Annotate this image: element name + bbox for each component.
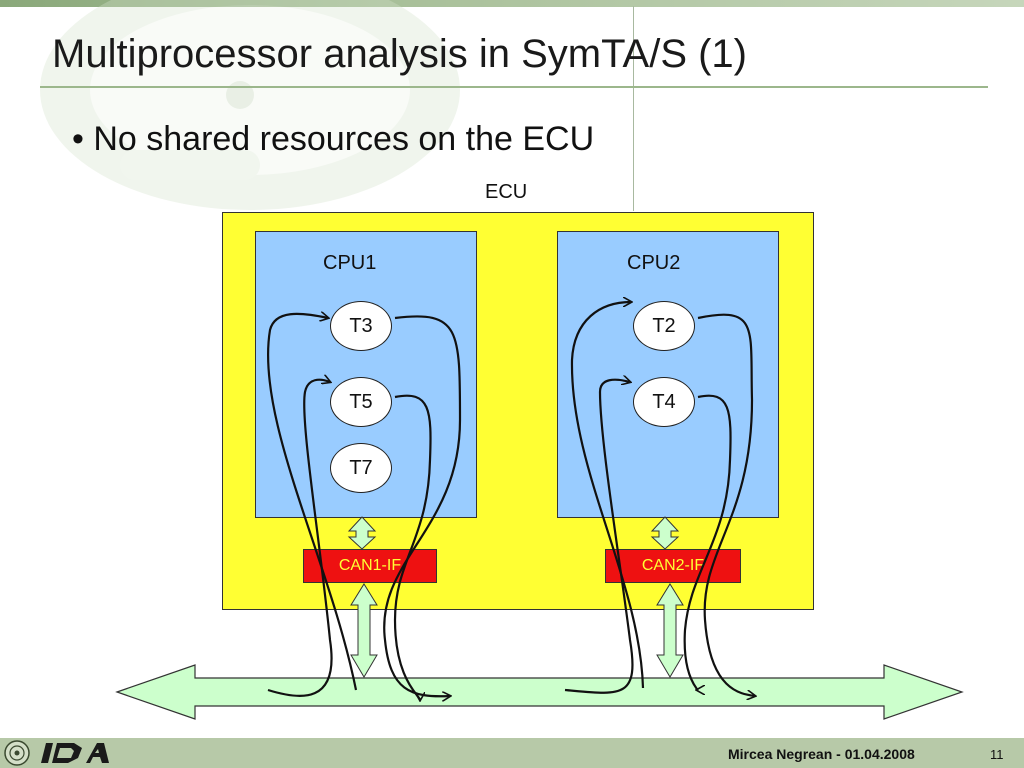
- divider-line: [633, 6, 634, 211]
- title-underline: [40, 86, 988, 88]
- task-t5: T5: [330, 377, 392, 427]
- top-strip: [0, 0, 1024, 7]
- footer-author-date: Mircea Negrean - 01.04.2008: [728, 746, 915, 762]
- bullet-point: • No shared resources on the ECU: [72, 120, 595, 158]
- can1-interface: CAN1-IF: [303, 549, 437, 583]
- task-t2: T2: [633, 301, 695, 351]
- ida-logo: [41, 743, 109, 763]
- task-t7: T7: [330, 443, 392, 493]
- ecu-label: ECU: [485, 181, 528, 203]
- seal-icon: [4, 740, 30, 766]
- task-t3: T3: [330, 301, 392, 351]
- cpu1-label: CPU1: [323, 252, 377, 274]
- footer-bar: [0, 738, 1024, 768]
- can-bus-arrow: [115, 664, 964, 720]
- can2-interface: CAN2-IF: [605, 549, 741, 583]
- task-t4: T4: [633, 377, 695, 427]
- page-number: 11: [990, 747, 1004, 762]
- cpu2-label: CPU2: [627, 252, 681, 274]
- slide-title: Multiprocessor analysis in SymTA/S (1): [52, 32, 747, 76]
